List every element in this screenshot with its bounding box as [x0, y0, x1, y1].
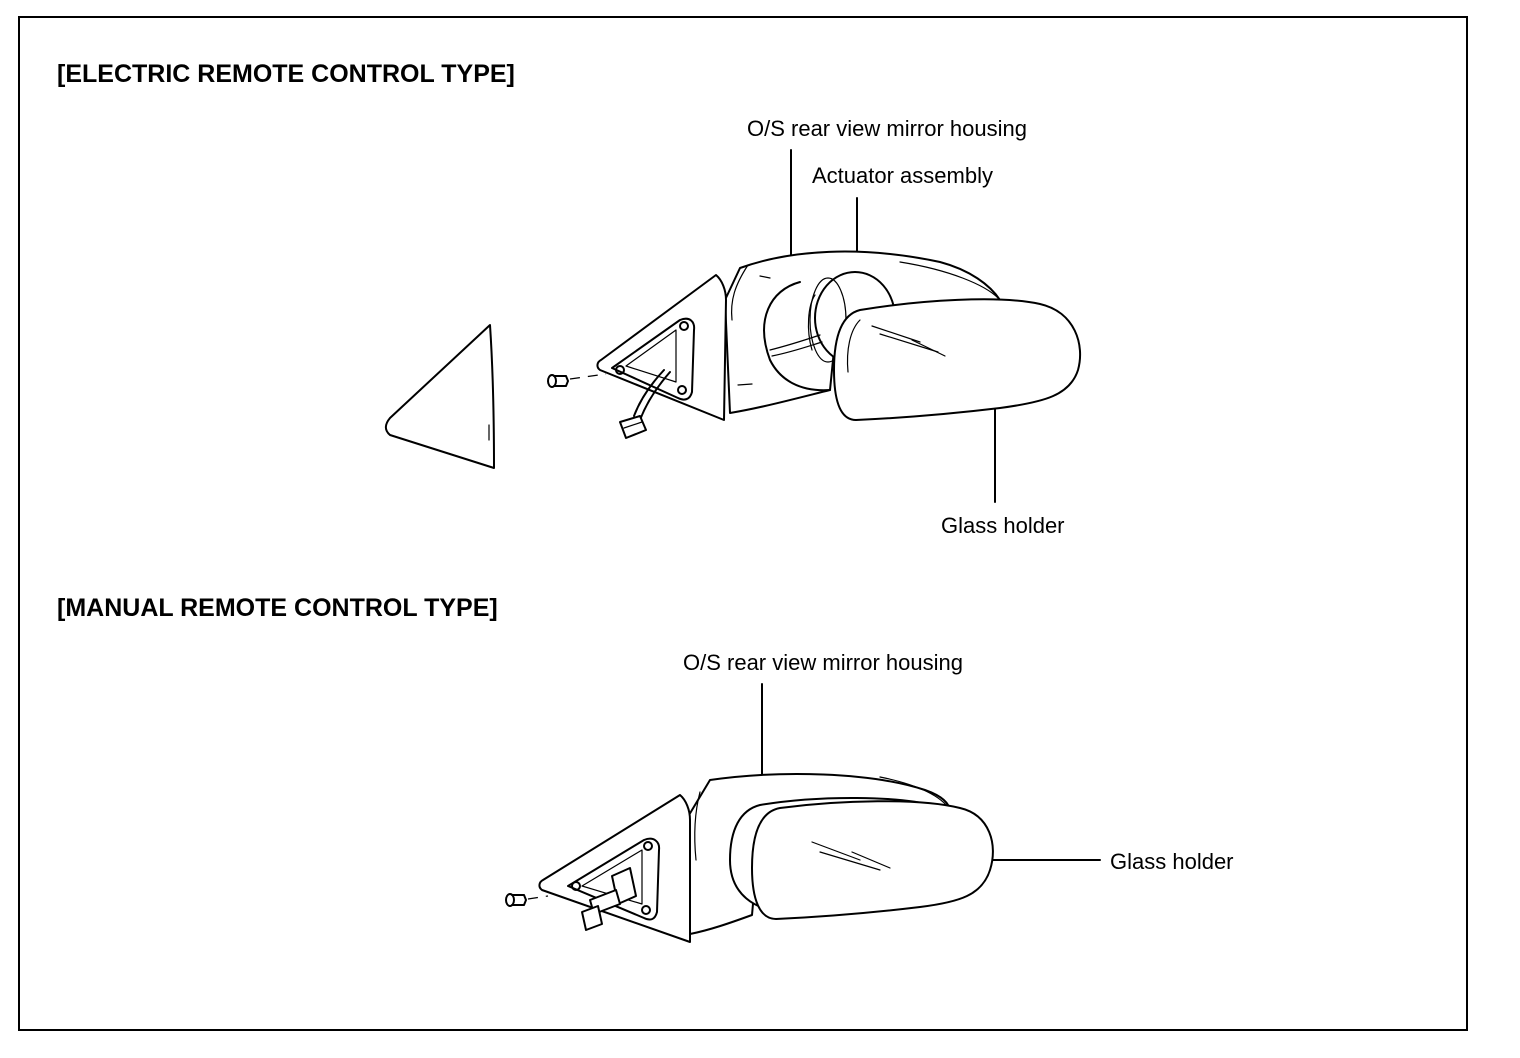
electric-housing-label: O/S rear view mirror housing	[747, 116, 1027, 141]
manual-base-plate	[538, 794, 691, 943]
electric-mirror-assembly	[384, 149, 1082, 503]
electric-garnish-cover	[384, 324, 495, 469]
diagram-frame	[18, 16, 1468, 1031]
manual-section-title: [MANUAL REMOTE CONTROL TYPE]	[57, 594, 498, 622]
electric-housing-opening	[763, 281, 831, 392]
electric-connector-icon	[619, 415, 647, 439]
electric-actuator-label: Actuator assembly	[812, 163, 993, 188]
electric-glass-holder-label: Glass holder	[941, 513, 1065, 538]
electric-wire-harness	[633, 369, 665, 417]
manual-base-inner	[567, 837, 661, 921]
manual-screw-icon	[505, 893, 549, 907]
manual-mirror-assembly	[505, 683, 1101, 943]
manual-housing-label: O/S rear view mirror housing	[683, 650, 963, 675]
manual-control-lever	[581, 867, 637, 931]
electric-section-title: [ELECTRIC REMOTE CONTROL TYPE]	[57, 60, 515, 88]
manual-glass-holder-label: Glass holder	[1110, 849, 1234, 874]
electric-base-inner	[611, 317, 696, 401]
electric-glass-holder	[833, 298, 1082, 421]
electric-screw-icon	[547, 373, 607, 388]
electric-base-plate	[596, 274, 727, 421]
